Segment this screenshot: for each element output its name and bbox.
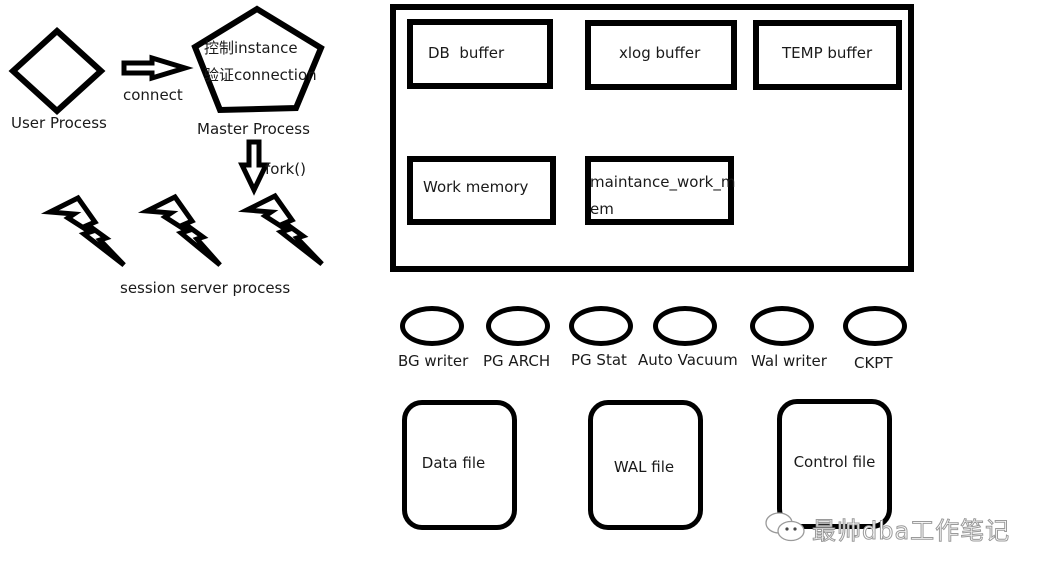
master-text-control-instance: 控制instance xyxy=(204,39,298,57)
db-buffer-label: DB buffer xyxy=(428,44,505,62)
ckpt-label: CKPT xyxy=(854,354,893,372)
control-file-label: Control file xyxy=(793,453,876,471)
master-process-label: Master Process xyxy=(197,120,310,138)
temp-buffer-box: TEMP buffer xyxy=(753,20,902,90)
session-server-process-label: session server process xyxy=(120,279,291,297)
wechat-icon xyxy=(765,512,805,542)
data-file-box: Data file xyxy=(402,400,517,530)
work-memory-box: Work memory xyxy=(407,156,556,225)
data-file-label: Data file xyxy=(421,454,486,472)
session-bolt-3 xyxy=(237,192,324,266)
pg-arch-label: PG ARCH xyxy=(483,352,551,370)
auto-vacuum-ellipse xyxy=(653,306,717,346)
maintenance-work-mem-label-line1: maintance_work_m xyxy=(590,173,736,191)
master-text-verify-connection: 验证connection xyxy=(204,66,317,84)
user-process-label: User Process xyxy=(11,114,107,132)
wal-file-box: WAL file xyxy=(588,400,703,530)
wal-writer-ellipse xyxy=(750,306,814,346)
pg-arch-ellipse xyxy=(486,306,550,346)
fork-label: fork() xyxy=(265,160,307,178)
pg-stat-label: PG Stat xyxy=(571,351,627,369)
wal-writer-label: Wal writer xyxy=(751,352,827,370)
maintenance-work-mem-box: maintance_work_m em xyxy=(585,156,736,225)
maintenance-work-mem-label-line2: em xyxy=(590,200,614,218)
work-memory-label: Work memory xyxy=(423,178,529,196)
session-bolt-2 xyxy=(137,193,222,267)
session-bolt-1 xyxy=(40,194,126,267)
auto-vacuum-label: Auto Vacuum xyxy=(638,351,738,369)
xlog-buffer-label: xlog buffer xyxy=(619,44,701,62)
user-process-diamond xyxy=(8,5,325,267)
db-buffer-box: DB buffer xyxy=(407,19,553,89)
bg-writer-ellipse xyxy=(400,306,464,346)
connect-label: connect xyxy=(123,86,183,104)
fork-arrow xyxy=(238,139,270,196)
watermark-text: 最帅dba工作笔记 xyxy=(811,517,1011,546)
master-process-pentagon xyxy=(191,5,325,114)
xlog-buffer-box: xlog buffer xyxy=(585,20,737,90)
pg-stat-ellipse xyxy=(569,306,633,346)
temp-buffer-label: TEMP buffer xyxy=(782,44,873,62)
wal-file-label: WAL file xyxy=(613,458,675,476)
ckpt-ellipse xyxy=(843,306,907,346)
connect-arrow xyxy=(121,54,194,82)
bg-writer-label: BG writer xyxy=(398,352,469,370)
control-file-box: Control file xyxy=(777,399,892,529)
